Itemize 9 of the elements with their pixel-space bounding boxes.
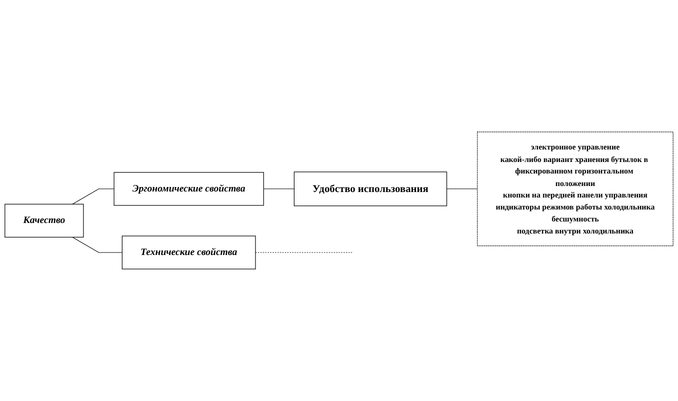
connector: [72, 236, 122, 253]
connector: [263, 188, 294, 190]
node-box: Технические свойства: [122, 236, 256, 270]
node-box: Качество: [4, 204, 84, 238]
connector: [446, 188, 478, 190]
node-box: Удобство использования: [294, 172, 448, 206]
connector: [72, 188, 114, 204]
connector: [255, 252, 352, 253]
node-box: Эргономические свойства: [114, 172, 264, 206]
